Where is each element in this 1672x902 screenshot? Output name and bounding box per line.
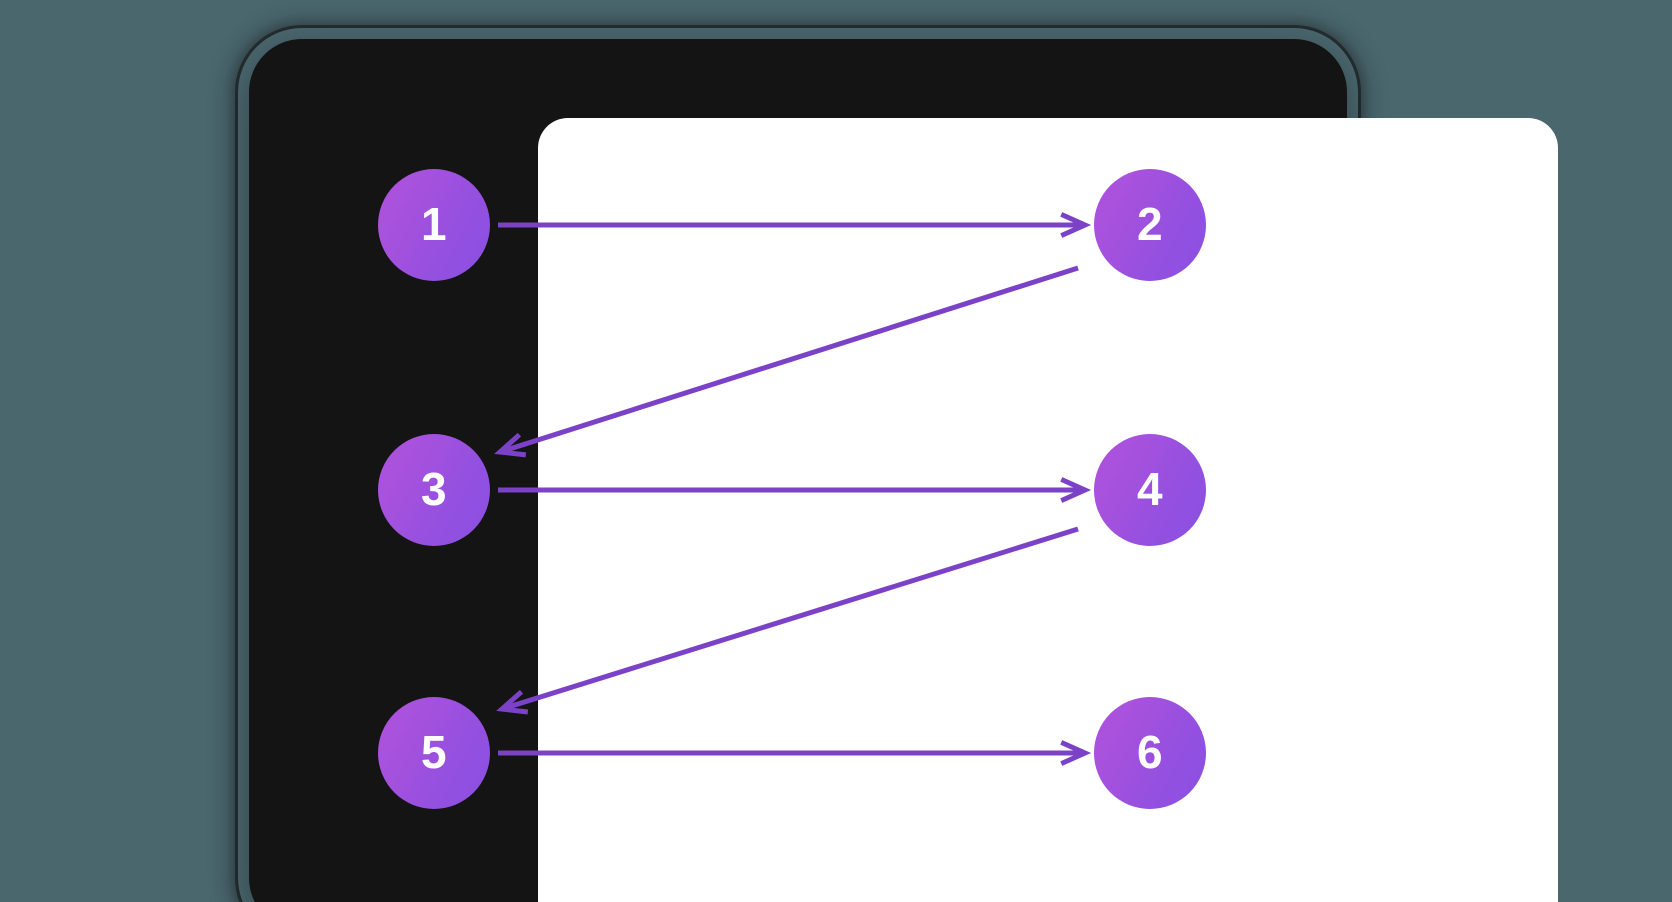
node-label: 6 (1136, 726, 1164, 778)
diagram-node-2[interactable]: 2 (1094, 169, 1206, 281)
node-label: 2 (1136, 198, 1164, 250)
node-label: 4 (1136, 463, 1164, 515)
node-label: 3 (420, 463, 448, 515)
diagram-node-1[interactable]: 1 (378, 169, 490, 281)
device-screen (538, 118, 1558, 902)
diagram-node-4[interactable]: 4 (1094, 434, 1206, 546)
diagram-node-6[interactable]: 6 (1094, 697, 1206, 809)
node-label: 5 (420, 726, 448, 778)
node-label: 1 (420, 198, 448, 250)
diagram-node-5[interactable]: 5 (378, 697, 490, 809)
diagram-node-3[interactable]: 3 (378, 434, 490, 546)
